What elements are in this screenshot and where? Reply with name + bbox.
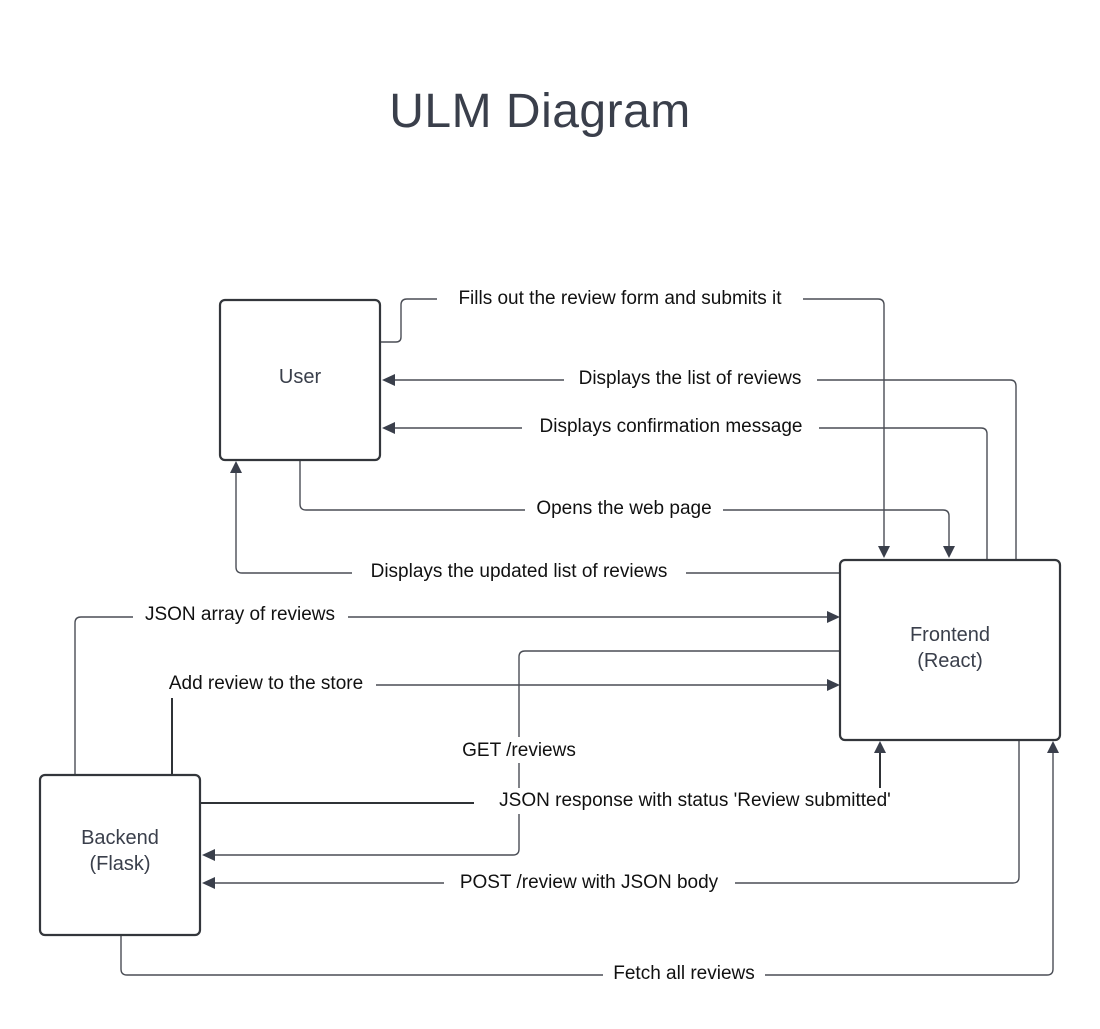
arrowhead xyxy=(943,546,955,558)
frontend-node: Frontend (React) xyxy=(838,558,1062,742)
arrowhead xyxy=(827,679,840,691)
edge-label-displays-list: Displays the list of reviews xyxy=(579,368,802,389)
arrowhead xyxy=(382,422,395,434)
edge-label-displays-updated-list: Displays the updated list of reviews xyxy=(371,561,668,582)
frontend-node-label: Frontend xyxy=(910,624,990,646)
backend-node-label: Backend xyxy=(81,827,159,849)
arrowhead xyxy=(827,611,840,623)
edge-label-add-review: Add review to the store xyxy=(169,673,363,694)
user-node: User xyxy=(218,298,382,462)
backend-node: Backend (Flask) xyxy=(38,773,202,937)
arrowhead xyxy=(202,849,215,861)
frontend-node-sublabel: (React) xyxy=(917,650,983,672)
edge-label-opens-web-page: Opens the web page xyxy=(536,498,711,519)
edge-label-post-review: POST /review with JSON body xyxy=(460,872,719,893)
edge-label-json-array: JSON array of reviews xyxy=(145,604,335,625)
arrowhead xyxy=(382,374,395,386)
edge-displays-updated-list xyxy=(235,473,840,574)
arrowhead xyxy=(202,877,215,889)
edge-label-json-response: JSON response with status 'Review submit… xyxy=(499,790,891,811)
edge-label-fills-out-form: Fills out the review form and submits it xyxy=(458,288,782,309)
edge-fills-out-form xyxy=(381,298,885,548)
edge-label-get-reviews: GET /reviews xyxy=(462,740,576,761)
arrowhead xyxy=(1047,741,1059,753)
arrowhead xyxy=(878,546,890,558)
edge-json-array xyxy=(74,616,828,775)
arrowhead xyxy=(874,741,886,753)
diagram-title: ULM Diagram xyxy=(389,85,691,138)
backend-node-sublabel: (Flask) xyxy=(89,853,150,875)
edge-label-displays-confirmation: Displays confirmation message xyxy=(540,416,803,437)
arrowhead xyxy=(230,461,242,473)
edge-post-review xyxy=(213,741,1020,884)
edge-displays-confirmation xyxy=(393,427,988,560)
user-node-label: User xyxy=(279,366,322,388)
edge-displays-list xyxy=(393,379,1017,560)
edge-fetch-all xyxy=(120,753,1054,976)
edge-label-fetch-all: Fetch all reviews xyxy=(613,963,755,984)
